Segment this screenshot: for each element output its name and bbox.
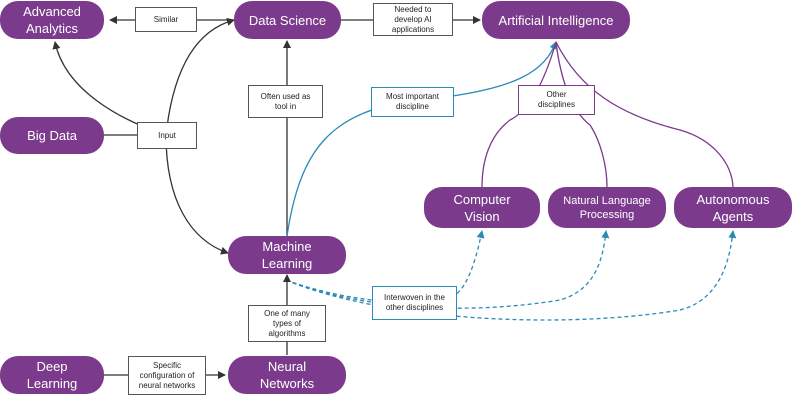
- label-interwoven: Interwoven in the other disciplines: [372, 286, 457, 320]
- node-neural-networks: Neural Networks: [228, 356, 346, 394]
- node-machine-learning: Machine Learning: [228, 236, 346, 274]
- edge-input-to-data-science: [165, 17, 235, 136]
- edge-ai-to-computer-vision: [481, 41, 557, 188]
- label-similar: Similar: [135, 7, 197, 32]
- label-one-of-many: One of many types of algorithms: [248, 305, 326, 342]
- edge-interwoven-nlp: [285, 230, 610, 309]
- node-computer-vision: Computer Vision: [424, 187, 540, 228]
- node-natural-language-processing: Natural Language Processing: [548, 187, 666, 228]
- edge-ai-to-autonomous-agents: [555, 41, 734, 188]
- node-autonomous-agents: Autonomous Agents: [674, 187, 792, 228]
- node-advanced-analytics: Advanced Analytics: [0, 1, 104, 39]
- edge-interwoven-autonomous-agents: [285, 230, 737, 321]
- label-most-important-discipline: Most important discipline: [371, 87, 454, 117]
- node-data-science: Data Science: [234, 1, 341, 39]
- edge-ai-to-nlp: [555, 41, 608, 188]
- edge-input-to-machine-learning: [165, 134, 229, 255]
- node-big-data: Big Data: [0, 117, 104, 154]
- node-deep-learning: Deep Learning: [0, 356, 104, 394]
- label-other-disciplines: Other disciplines: [518, 85, 595, 115]
- label-specific-configuration: Specific configuration of neural network…: [128, 356, 206, 395]
- label-input: Input: [137, 122, 197, 149]
- label-often-used-as-tool: Often used as tool in: [248, 85, 323, 118]
- label-needed-to-develop: Needed to develop AI applications: [373, 3, 453, 36]
- node-artificial-intelligence: Artificial Intelligence: [482, 1, 630, 39]
